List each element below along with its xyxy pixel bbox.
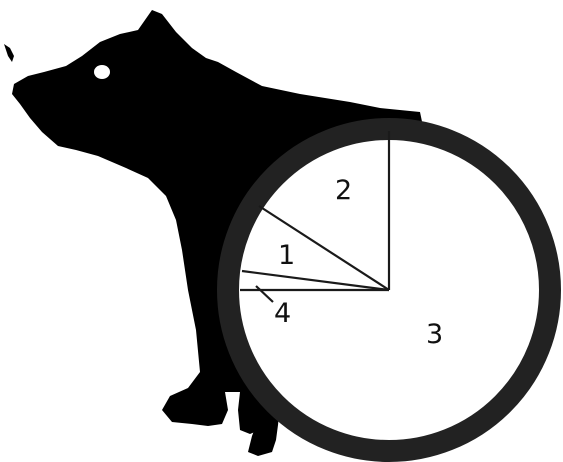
slice-label-3: 3: [426, 319, 443, 350]
slice-label-2: 2: [335, 175, 352, 206]
slice-label-1: 1: [278, 240, 295, 271]
bear-eye: [94, 65, 110, 79]
bear-snout-tip: [4, 44, 14, 62]
magnifier-pie: 2 1 4 3: [228, 129, 550, 451]
slice-label-4: 4: [274, 298, 291, 329]
